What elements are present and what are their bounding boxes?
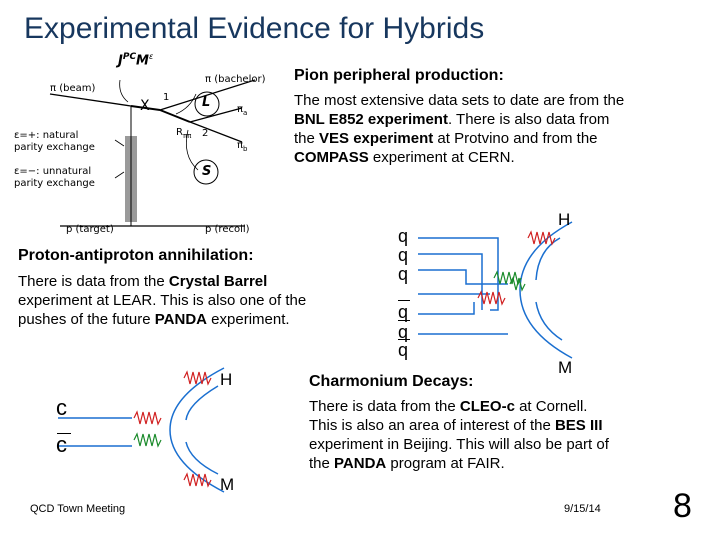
ppbar-gluon-green: [493, 270, 522, 286]
c-arc-inner: [185, 385, 219, 421]
ppbar-hybrid-label: H: [558, 210, 571, 229]
pion-text-6: experiment at CERN.: [368, 149, 515, 166]
pia-line: [189, 107, 243, 123]
antiquark-bar-3: [398, 339, 410, 340]
footer-left: QCD Town Meeting: [30, 503, 126, 515]
antiquark-bar-2: [398, 320, 410, 321]
l-label: L: [202, 95, 211, 110]
bachelor-line: [159, 79, 256, 111]
l-circle: [194, 91, 220, 117]
pion-text-0: The most extensive data sets to date are…: [294, 92, 625, 109]
recoil-label: p (recoil): [205, 224, 250, 235]
s-circle: [193, 159, 219, 185]
quark-2: q: [398, 245, 409, 265]
charm-text-6: program at FAIR.: [386, 455, 505, 472]
footer-date: 9/15/14: [564, 503, 601, 515]
c-gluon-green: [133, 432, 162, 448]
c-gluon-red: [133, 410, 162, 426]
unnatural-arrow: [114, 171, 125, 179]
num1-label: 1: [163, 92, 170, 103]
jpc-arrow: [119, 79, 129, 103]
pib-line: [189, 121, 243, 143]
x-label: X: [140, 98, 150, 114]
proton-text-2: experiment at LEAR. This is also one of …: [18, 292, 307, 328]
charm-quark-label: c: [56, 395, 67, 420]
natural-arrow: [114, 139, 125, 147]
r-label: Rππ: [176, 127, 192, 140]
r-line: [159, 109, 191, 123]
charm-text-panda: PANDA: [334, 455, 387, 472]
pion-heading: Pion peripheral production:: [294, 67, 504, 84]
charm-text-bes: BES III: [554, 417, 603, 434]
bachelor-label: π (bachelor): [205, 74, 266, 85]
proton-text-panda: PANDA: [154, 311, 207, 328]
unnatural-label-1: ε=−: unnatural: [14, 166, 92, 177]
beam-label: π (beam): [50, 83, 96, 94]
pion-text-compass: COMPASS: [294, 149, 369, 166]
ppbar-line-2: [418, 253, 483, 310]
charmonium-heading: Charmonium Decays:: [309, 373, 474, 390]
c-gluon-h: [183, 370, 212, 386]
ppbar-line-5: [418, 302, 475, 315]
pion-text-ves: VES experiment: [319, 130, 434, 147]
charm-text-4: experiment in Beijing. This will also be…: [309, 436, 609, 472]
antiquark-2: q: [398, 322, 409, 342]
antiquark-3: q: [398, 340, 409, 360]
jpc-eps: ε: [148, 52, 154, 61]
s-arrow: [185, 129, 199, 171]
ppbar-line-3: [418, 269, 508, 285]
num2-label: 2: [202, 128, 209, 139]
pion-paragraph: The most extensive data sets to date are…: [294, 91, 634, 167]
pion-text-bnl: BNL E852 experiment: [294, 111, 448, 128]
ppbar-gluon-green2: [509, 276, 526, 292]
ppbar-arc-inner: [535, 237, 561, 281]
l-arrow: [175, 93, 197, 115]
ppbar-line-1: [418, 237, 499, 311]
charm-text-0: There is data from the: [309, 398, 460, 415]
c-arc-outer: [169, 367, 225, 493]
proton-text-4: experiment.: [207, 311, 290, 328]
antiquark-bar-1: [398, 300, 410, 301]
jpc-sup: PC: [122, 52, 137, 62]
unnatural-label-2: parity exchange: [14, 178, 95, 189]
target-label: p (target): [66, 224, 114, 235]
pia-label: πa: [237, 104, 248, 117]
jpc-label: JPCMε: [118, 52, 154, 69]
x-line: [130, 105, 161, 111]
natural-label-1: ε=+: natural: [14, 130, 79, 141]
proton-text-0: There is data from the: [18, 273, 169, 290]
anticharm-bar: [57, 433, 71, 434]
c-gluon-m: [183, 472, 212, 488]
natural-label-2: parity exchange: [14, 142, 95, 153]
s-label: S: [202, 164, 212, 179]
charmonium-paragraph: There is data from the CLEO-c at Cornell…: [309, 397, 614, 473]
slide-title: Experimental Evidence for Hybrids: [24, 12, 485, 45]
ppbar-meson-label: M: [558, 358, 573, 377]
pion-text-4: at Protvino and from the: [433, 130, 598, 147]
quark-1: q: [398, 226, 409, 246]
proton-paragraph: There is data from the Crystal Barrel ex…: [18, 272, 323, 329]
ppbar-gluon-h: [527, 230, 556, 246]
proton-text-crystal: Crystal Barrel: [168, 273, 268, 290]
ppbar-arc-inner2: [535, 301, 563, 341]
ppbar-gluon-red: [477, 290, 506, 306]
charm-meson-label: M: [220, 475, 235, 494]
charmonium-lines: [58, 367, 225, 493]
page-number: 8: [673, 487, 692, 525]
antiquark-1: q: [398, 302, 409, 322]
pib-label: πb: [237, 140, 248, 153]
pion-text-2: . There is also data from the: [294, 111, 610, 147]
ppbar-lines: [418, 221, 573, 359]
c-arc-inner2: [185, 441, 219, 475]
proton-heading: Proton-antiproton annihilation:: [18, 247, 254, 264]
charm-hybrid-label: H: [220, 370, 233, 389]
pion-diagram-lines: [49, 79, 256, 227]
charm-text-cleo: CLEO-c: [459, 398, 515, 415]
quark-3: q: [398, 264, 409, 284]
beam-line: [49, 93, 132, 107]
anticharm-label: c: [56, 432, 67, 457]
charm-text-2: at Cornell. This is also an area of inte…: [309, 398, 588, 434]
